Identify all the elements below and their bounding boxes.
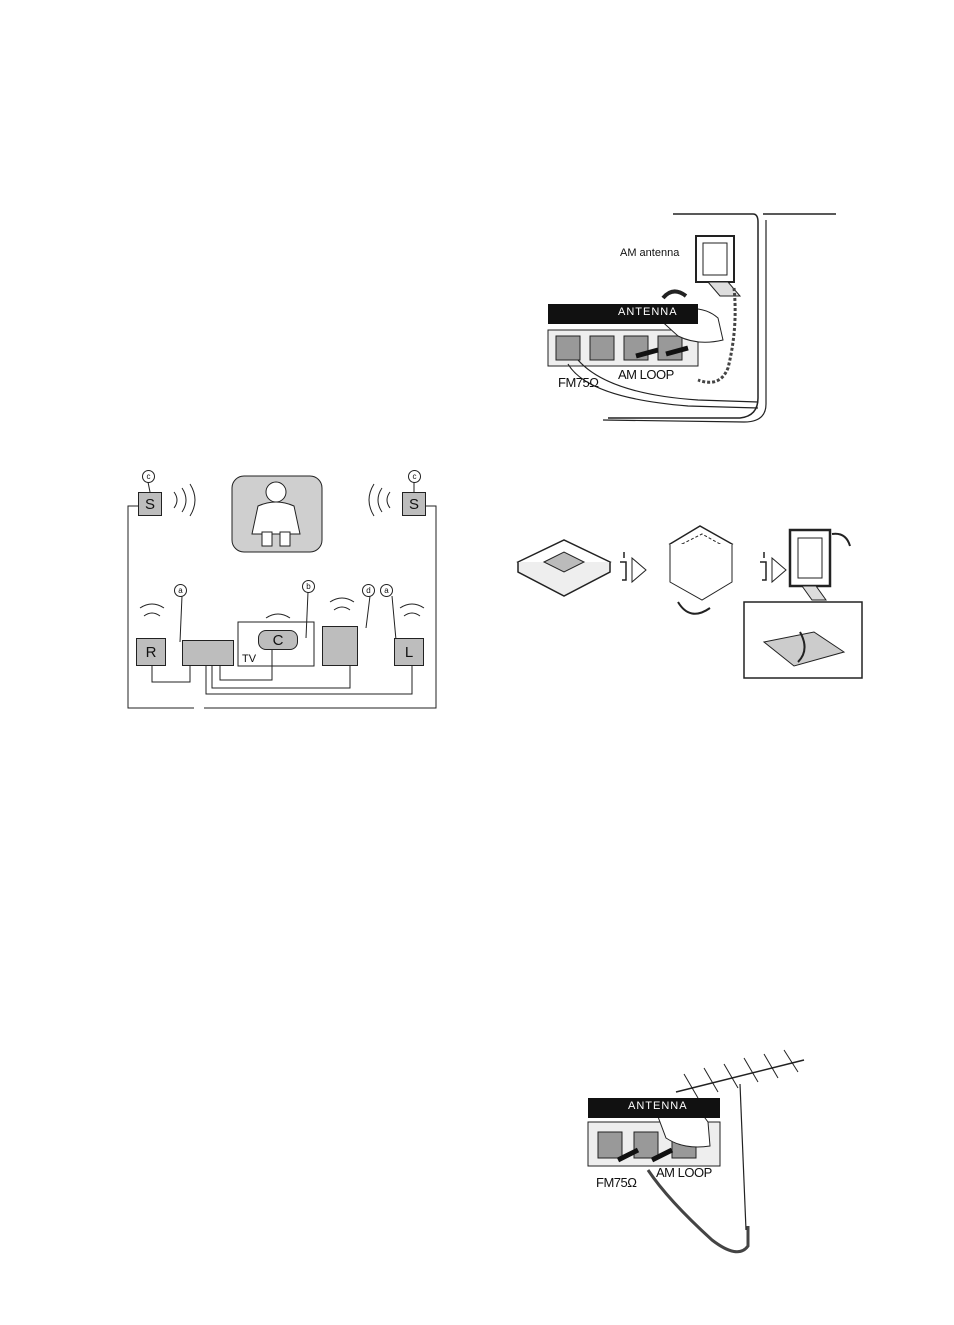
- fm-antenna-figure: ANTENNA FM75Ω AM LOOP: [588, 1050, 820, 1262]
- tag-c-left: c: [142, 470, 155, 483]
- fm-terminal-label: FM75Ω: [558, 376, 598, 389]
- antenna-panel-label: ANTENNA: [548, 304, 698, 324]
- tv-label: TV: [242, 654, 256, 665]
- tag-a-left-speaker: a: [380, 584, 393, 597]
- am-loop-terminal-label-2: AM LOOP: [656, 1166, 712, 1179]
- am-antenna-figure: AM antenna ANTENNA FM75Ω AM LOOP: [548, 208, 836, 424]
- receiver-unit: [182, 640, 234, 666]
- am-antenna-label: AM antenna: [620, 248, 679, 259]
- surround-left-speaker: S: [138, 492, 162, 516]
- listener-head: [266, 482, 286, 502]
- assembly-steps: [514, 522, 864, 682]
- surround-right-speaker: S: [402, 492, 426, 516]
- tag-c-right: c: [408, 470, 421, 483]
- tag-d-subwoofer: d: [362, 584, 375, 597]
- speaker-layout-figure: S S R C TV L c c a b d a: [124, 470, 440, 712]
- center-speaker: C: [258, 630, 298, 650]
- loop-antenna-assembly-figure: [514, 522, 864, 682]
- tag-b-center: b: [302, 580, 315, 593]
- fm-antenna-panel-label: ANTENNA: [588, 1098, 720, 1118]
- tag-a-right-speaker: a: [174, 584, 187, 597]
- fm-terminal-label-2: FM75Ω: [596, 1176, 636, 1189]
- fm-antenna-drawing: [588, 1050, 820, 1262]
- front-right-speaker: R: [136, 638, 166, 666]
- subwoofer: [322, 626, 358, 666]
- front-left-speaker: L: [394, 638, 424, 666]
- am-loop-terminal-label: AM LOOP: [618, 368, 674, 381]
